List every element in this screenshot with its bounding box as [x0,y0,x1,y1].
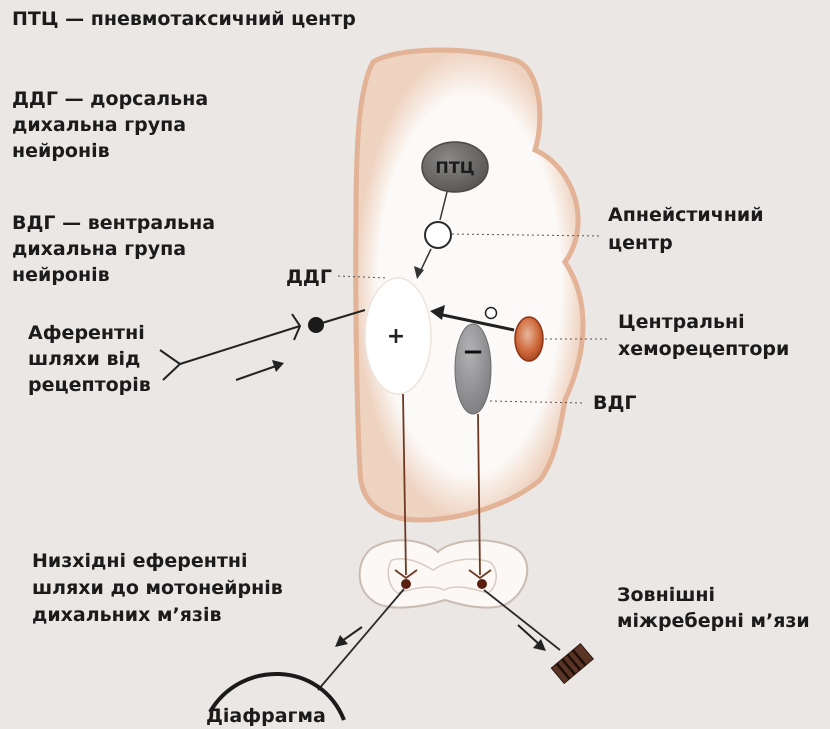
diaphragm-direction-arrow [342,627,362,641]
legend-vdg-line-3: нейронів [12,262,110,288]
motoneuron-soma-left [401,579,411,589]
legend-ptc: ПТЦ — пневмотаксичний центр [12,6,356,32]
chemo-label-line-2: хеморецептори [618,336,789,362]
afferent-label-line-3: рецепторів [28,372,151,398]
apneustic-label-line-1: Апнейстичний [608,202,764,228]
ddg-plus-sign: + [387,324,405,349]
efferent-label-line-1: Низхідні еферентні [32,548,248,574]
spinal-cord-section [360,540,528,607]
apneustic-center-node [425,222,451,248]
chemoreceptor-node [515,317,543,361]
legend-vdg-line-2: дихальна група [12,236,186,262]
afferent-label-line-1: Аферентні [28,320,145,346]
afferent-direction-arrow [236,366,276,380]
vdg-label: ВДГ [593,390,637,416]
motoneuron-soma-right [477,579,487,589]
afferent-line [180,326,300,364]
intercostal-direction-arrow [518,625,540,645]
diaphragm-arrowhead [335,635,348,647]
legend-ddg-line-3: нейронів [12,138,110,164]
legend-vdg-line-1: ВДГ — вентральна [12,210,215,236]
ddg-label: ДДГ [286,264,332,290]
legend-ddg-line-2: дихальна група [12,112,186,138]
afferent-soma [308,317,324,333]
nerve-to-intercostal [484,590,560,650]
afferent-fork [160,350,180,380]
efferent-label-line-3: дихальних м’язів [32,602,222,628]
apneustic-label-line-2: центр [608,230,673,256]
legend-ddg-line-1: ДДГ — дорсальна [12,86,208,112]
intercostal-muscle-block [551,644,593,684]
vdg-minus-sign: − [462,337,484,367]
nerve-to-diaphragm [318,589,404,690]
afferent-label-line-2: шляхи від [28,346,140,372]
intercostal-label-line-1: Зовнішні [617,582,715,608]
diaphragm-label: Діафрагма [206,703,326,729]
intercostal-label-line-2: міжреберні м’язи [617,608,810,634]
ptc-node-label: ПТЦ [435,158,474,177]
chemo-label-line-1: Центральні [618,309,745,335]
efferent-label-line-2: шляхи до мотонейрнів [32,575,283,601]
chemo-small-circle [486,308,497,319]
